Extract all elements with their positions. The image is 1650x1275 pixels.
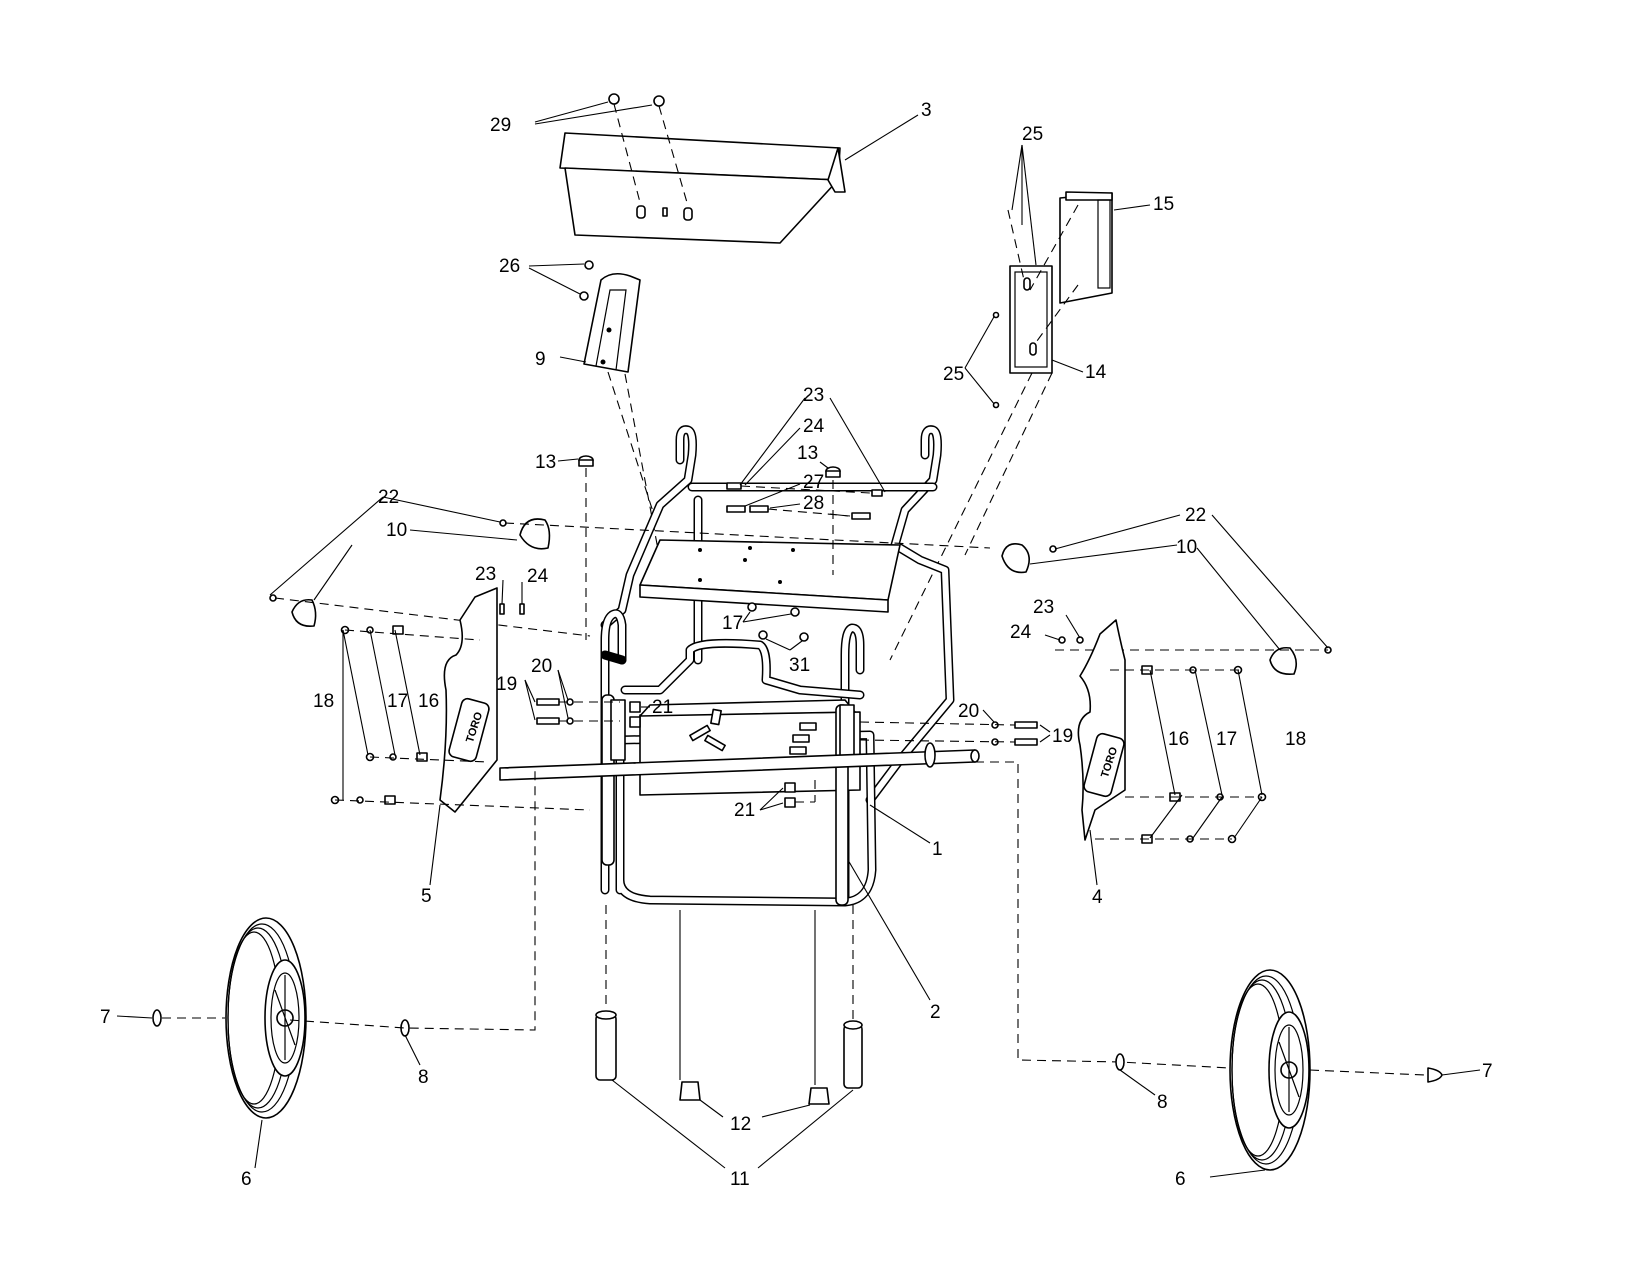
callout-23-top: 23	[803, 385, 824, 406]
part-12-feet	[679, 910, 830, 1105]
callout-10-right: 10	[1176, 537, 1197, 558]
right-bolts-19-20	[859, 709, 1051, 746]
callout-17-left: 17	[387, 691, 408, 712]
platform-plate	[639, 539, 901, 613]
part-10-brackets-right	[1001, 514, 1332, 676]
callout-5: 5	[421, 886, 432, 907]
callout-14: 14	[1085, 362, 1107, 383]
callout-12: 12	[730, 1114, 751, 1135]
callout-17-right: 17	[1216, 729, 1237, 750]
part-5-left-shield: TORO	[439, 587, 498, 813]
callout-26: 26	[499, 256, 520, 277]
callout-24-top: 24	[803, 416, 825, 437]
part-9-handle-bracket	[583, 272, 641, 373]
part-8-washer-right	[1115, 1053, 1156, 1096]
callout-31: 31	[789, 655, 810, 676]
part-10-brackets-left	[269, 496, 991, 637]
part-3-top-cover	[559, 132, 846, 244]
callout-10-left: 10	[386, 520, 407, 541]
part-6-wheel-left	[225, 917, 307, 1119]
callout-8-right: 8	[1157, 1092, 1168, 1113]
frame-assembly	[499, 425, 980, 907]
callout-25-top: 25	[1022, 124, 1043, 145]
part-14-mount-plate	[1009, 265, 1053, 374]
callout-8-left: 8	[418, 1067, 429, 1088]
callout-22-left: 22	[378, 487, 399, 508]
callout-19-left: 19	[496, 674, 517, 695]
callout-20-right: 20	[958, 701, 979, 722]
part-29-screws	[534, 93, 689, 207]
center-nuts	[742, 602, 809, 651]
top-fasteners	[726, 397, 886, 520]
callout-24-left: 24	[527, 566, 549, 587]
right-shield-fasteners	[1044, 614, 1267, 844]
callout-15: 15	[1153, 194, 1174, 215]
callout-1: 1	[932, 839, 943, 860]
callout-2: 2	[930, 1002, 941, 1023]
callout-29: 29	[490, 115, 511, 136]
left-bolts-19-20-21	[524, 669, 650, 728]
callout-16-left: 16	[418, 691, 439, 712]
callout-18-right: 18	[1285, 729, 1306, 750]
lower-nuts-21	[759, 780, 816, 811]
callout-23-right: 23	[1033, 597, 1054, 618]
callout-24-right: 24	[1010, 622, 1032, 643]
callout-22-right: 22	[1185, 505, 1206, 526]
callout-18-left: 18	[313, 691, 334, 712]
callout-28: 28	[803, 493, 824, 514]
part-7-hubcap-right	[1427, 1067, 1481, 1083]
part-15-control-box	[1059, 191, 1113, 304]
part-4-right-shield: TORO	[1077, 619, 1126, 841]
left-shield-fasteners	[330, 579, 591, 811]
callout-25-side: 25	[943, 364, 964, 385]
callout-19-right: 19	[1052, 726, 1073, 747]
callout-17-center: 17	[722, 613, 743, 634]
callout-3: 3	[921, 100, 932, 121]
part-7-hubcap-left	[116, 1009, 162, 1027]
callout-4: 4	[1092, 887, 1103, 908]
callout-21-bottom: 21	[734, 800, 755, 821]
callout-23-left: 23	[475, 564, 496, 585]
callout-20-left: 20	[531, 656, 552, 677]
callout-7-right: 7	[1482, 1061, 1493, 1082]
callout-11: 11	[730, 1169, 750, 1190]
part-8-washer-left	[400, 1019, 421, 1066]
part-25-screws	[964, 144, 1079, 409]
callout-27: 27	[803, 472, 824, 493]
callout-16-right: 16	[1168, 729, 1189, 750]
callout-21-top: 21	[652, 697, 673, 718]
callout-13-right: 13	[797, 443, 818, 464]
callout-9: 9	[535, 349, 546, 370]
part-6-wheel-right	[1229, 969, 1311, 1171]
callout-7-left: 7	[100, 1007, 111, 1028]
part-13-grommets	[578, 455, 841, 640]
callout-6-left: 6	[241, 1169, 252, 1190]
callout-13-left: 13	[535, 452, 556, 473]
part-26-nuts	[528, 260, 594, 301]
callout-6-right: 6	[1175, 1169, 1186, 1190]
part-11-leg-caps	[595, 905, 863, 1089]
